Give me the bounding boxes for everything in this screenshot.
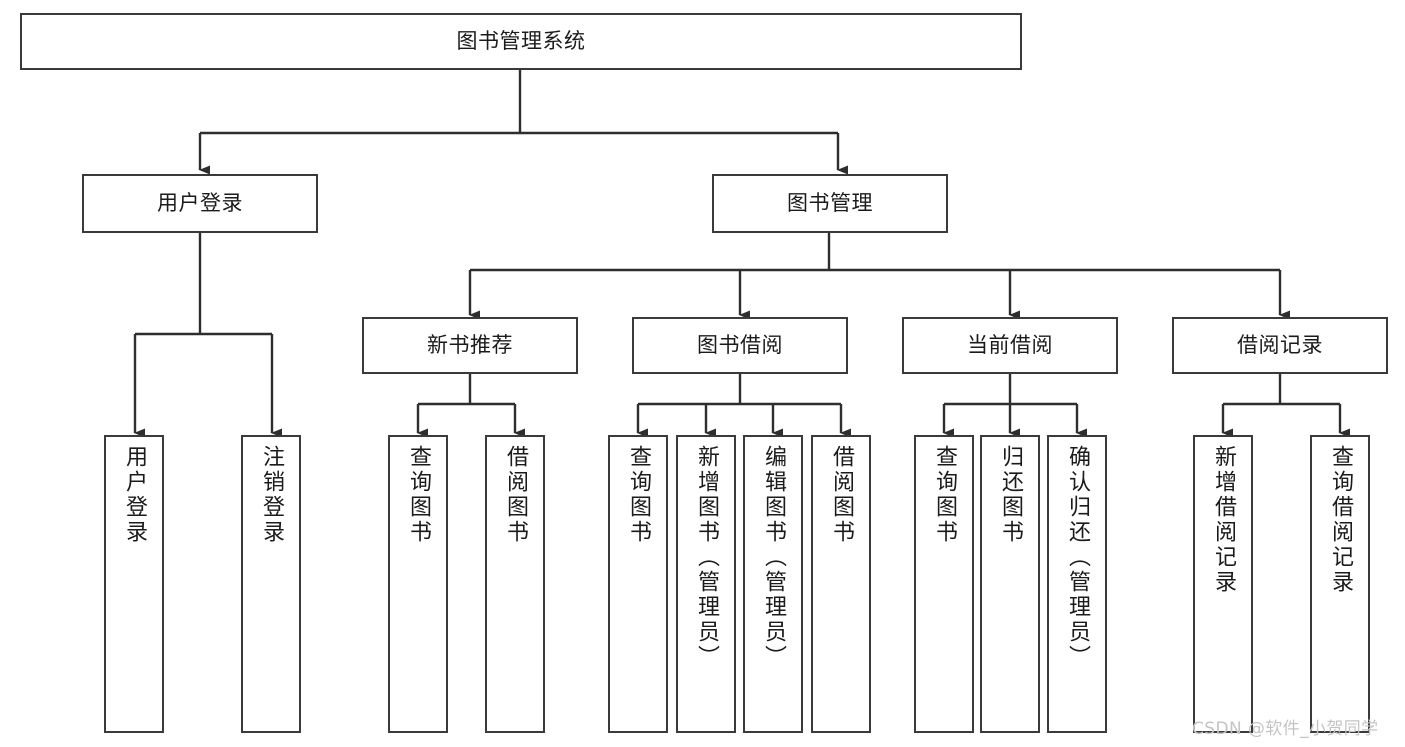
leaf-book-borrow-borrow[interactable]: 借阅图书: [811, 435, 871, 733]
node-root-book-management-system[interactable]: 图书管理系统: [20, 13, 1022, 70]
node-label: 确认归还（管理员）: [1065, 445, 1090, 670]
leaf-current-borrow-query[interactable]: 查询图书: [914, 435, 974, 733]
node-label: 图书管理系统: [456, 29, 586, 54]
node-book-borrow[interactable]: 图书借阅: [632, 317, 848, 374]
node-label: 借阅图书: [503, 445, 528, 545]
node-label: 新书推荐: [427, 333, 513, 358]
node-label: 编辑图书（管理员）: [761, 445, 786, 670]
leaf-current-borrow-confirm-return[interactable]: 确认归还（管理员）: [1047, 435, 1107, 733]
node-new-book-recommend[interactable]: 新书推荐: [362, 317, 578, 374]
node-label: 用户登录: [122, 445, 147, 545]
node-label: 归还图书: [998, 445, 1023, 545]
node-label: 借阅记录: [1237, 333, 1323, 358]
node-label: 用户登录: [157, 191, 243, 216]
node-label: 查询借阅记录: [1328, 445, 1353, 595]
node-label: 查询图书: [932, 445, 957, 545]
node-label: 查询图书: [406, 445, 431, 545]
node-label: 新增图书（管理员）: [694, 445, 719, 670]
leaf-book-borrow-query[interactable]: 查询图书: [608, 435, 668, 733]
node-user-login[interactable]: 用户登录: [82, 174, 318, 233]
node-current-borrow[interactable]: 当前借阅: [902, 317, 1118, 374]
leaf-user-login-logout[interactable]: 注销登录: [241, 435, 301, 733]
node-label: 借阅图书: [829, 445, 854, 545]
leaf-current-borrow-return[interactable]: 归还图书: [980, 435, 1040, 733]
leaf-book-borrow-edit[interactable]: 编辑图书（管理员）: [743, 435, 803, 733]
leaf-new-book-query[interactable]: 查询图书: [388, 435, 448, 733]
node-label: 当前借阅: [967, 333, 1053, 358]
node-label: 查询图书: [626, 445, 651, 545]
node-book-management[interactable]: 图书管理: [712, 174, 948, 233]
node-label: 图书借阅: [697, 333, 783, 358]
leaf-borrow-record-add[interactable]: 新增借阅记录: [1193, 435, 1253, 733]
leaf-user-login-login[interactable]: 用户登录: [104, 435, 164, 733]
node-label: 注销登录: [259, 445, 284, 545]
leaf-new-book-borrow[interactable]: 借阅图书: [485, 435, 545, 733]
leaf-book-borrow-add[interactable]: 新增图书（管理员）: [676, 435, 736, 733]
node-label: 新增借阅记录: [1211, 445, 1236, 595]
node-label: 图书管理: [787, 191, 873, 216]
watermark-text: CSDN @软件_小贺同学: [1192, 719, 1379, 739]
node-borrow-record[interactable]: 借阅记录: [1172, 317, 1388, 374]
leaf-borrow-record-query[interactable]: 查询借阅记录: [1310, 435, 1370, 733]
